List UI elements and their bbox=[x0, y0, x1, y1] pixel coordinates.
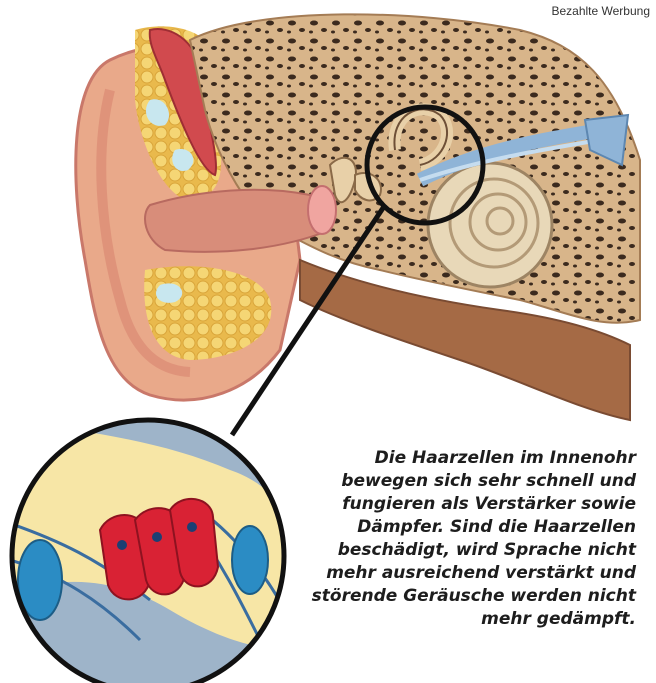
cochlea-shape bbox=[428, 163, 552, 287]
eardrum-shape bbox=[308, 186, 336, 234]
caption-text: Die Haarzellen im Innenohr bewegen sich … bbox=[296, 447, 636, 631]
hair-cells-detail bbox=[0, 420, 290, 683]
